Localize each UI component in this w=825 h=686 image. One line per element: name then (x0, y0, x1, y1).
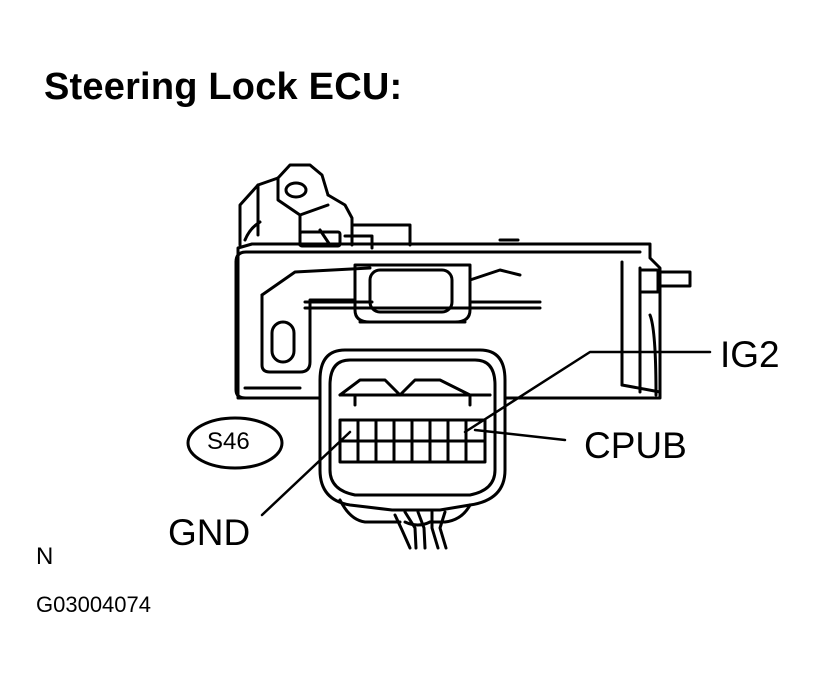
figure-id: G03004074 (36, 592, 151, 617)
orientation-mark: N (36, 543, 54, 570)
latch-block (353, 263, 522, 324)
diagram-title: Steering Lock ECU: (44, 66, 403, 108)
leader-lines (260, 350, 712, 517)
mounting-bracket (260, 266, 542, 374)
connector-code-oval (186, 416, 284, 470)
pin-label-ig2: IG2 (720, 334, 780, 375)
pin-label-cpub: CPUB (584, 425, 687, 466)
connector-s46 (318, 348, 507, 524)
connector-code-label: S46 (207, 428, 250, 455)
top-clip (238, 163, 412, 250)
side-pigtail (638, 268, 692, 294)
cpub-leader-line (473, 428, 567, 442)
pin-label-gnd: GND (168, 512, 251, 553)
gnd-leader-line (260, 430, 352, 517)
ig2-leader-line (463, 350, 712, 434)
wire-harness (393, 510, 448, 550)
